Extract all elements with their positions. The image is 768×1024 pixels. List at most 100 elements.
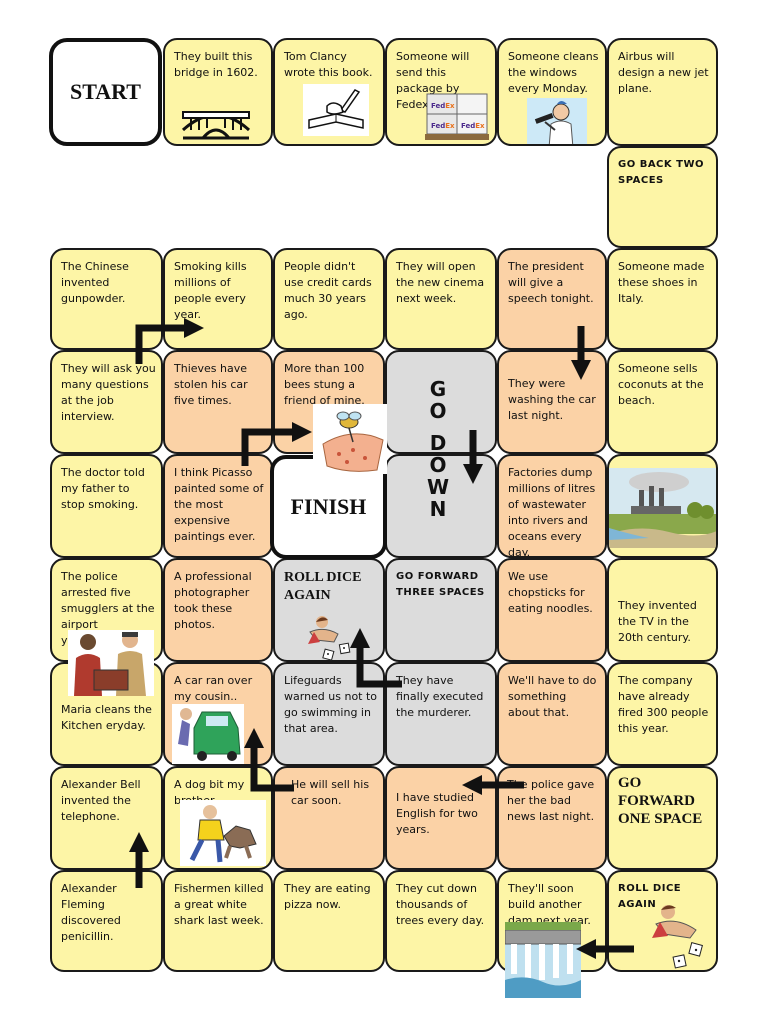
square-text: They built this bridge in 1602. <box>174 50 258 79</box>
square-text: I think Picasso painted some of the most… <box>174 466 264 543</box>
square-text: A professional photographer took these p… <box>174 570 252 631</box>
board-square-chopsticks: We use chopsticks for eating noodles. <box>497 558 607 662</box>
arrow-down-icon <box>463 430 483 484</box>
square-text: ROLL DICE AGAIN <box>284 570 362 603</box>
square-text: The company have already fired 300 peopl… <box>618 674 709 735</box>
square-text: Thieves have stolen his car five times. <box>174 362 248 407</box>
arrow-up-icon <box>129 832 149 888</box>
board-square-picasso: I think Picasso painted some of the most… <box>163 454 273 558</box>
square-text: GO FORWARD ONE SPACE <box>618 775 703 827</box>
board-square-windows: Someone cleans the windows every Monday. <box>497 38 607 146</box>
board-square-washing: They were washing the car last night. <box>497 350 607 454</box>
finish-label: FINISH <box>290 494 367 519</box>
dice-hand-icon <box>652 905 703 969</box>
bridge-icon <box>181 111 251 140</box>
svg-text:FedEx: FedEx <box>461 122 485 130</box>
start-label: START <box>70 79 141 104</box>
square-text: Smoking kills millions of people every y… <box>174 260 247 321</box>
dice-hand-icon <box>308 616 351 661</box>
go-down-letter: D <box>429 431 447 455</box>
square-text: They will open the new cinema next week. <box>396 260 485 305</box>
square-text: They are eating pizza now. <box>284 882 371 911</box>
square-text: They were washing the car last night. <box>508 377 596 422</box>
board-square-do-something: We'll have to do something about that. <box>497 662 607 766</box>
square-text: I have studied English for two years. <box>396 791 478 836</box>
square-text: The doctor told my father to stop smokin… <box>61 466 145 511</box>
square-text: They cut down thousands of trees every d… <box>396 882 485 927</box>
square-text: They will ask you many questions at the … <box>61 362 156 423</box>
factory-river-icon <box>609 468 716 548</box>
square-text: Maria cleans the Kitchen eryday. <box>61 703 152 732</box>
board-square-job-interview: They will ask you many questions at the … <box>50 350 163 454</box>
square-text: Alexander Bell invented the telephone. <box>61 778 141 823</box>
board-square-trees: They cut down thousands of trees every d… <box>385 870 497 972</box>
board-square-go-back-two: GO BACK TWO SPACES <box>607 146 718 248</box>
book-writing-icon <box>303 84 369 136</box>
board-square-factory-picture <box>607 454 718 558</box>
fedex-packages-icon: FedEx FedEx FedEx <box>425 93 489 140</box>
dog-bite-icon <box>180 800 266 866</box>
square-text: We use chopsticks for eating noodles. <box>508 570 593 615</box>
square-text: He will sell his car soon. <box>291 778 370 807</box>
square-text: People didn't use credit cards much 30 y… <box>284 260 372 321</box>
board-square-executed: They have finally executed the murderer. <box>385 662 497 766</box>
board-square-go-forward-three: GO FORWARD THREE SPACES <box>385 558 497 662</box>
arrow-right-icon <box>241 422 312 466</box>
square-text: ROLL DICE AGAIN <box>618 883 682 910</box>
go-down-letter: O <box>429 399 447 423</box>
board-square-photographer: A professional photographer took these p… <box>163 558 273 662</box>
board-square-shark: Fishermen killed a great white shark las… <box>163 870 273 972</box>
square-text: Alexander Fleming discovered penicillin. <box>61 882 121 943</box>
square-text: Airbus will design a new jet plane. <box>618 50 709 95</box>
square-text: The Chinese invented gunpowder. <box>61 260 129 305</box>
go-down-letter: N <box>429 497 447 521</box>
board-square-go-down-top <box>385 350 497 454</box>
square-text: Someone sells coconuts at the beach. <box>618 362 704 407</box>
board-square-credit-cards: People didn't use credit cards much 30 y… <box>273 248 385 350</box>
board-square-factories: Factories dump millions of litres of was… <box>497 454 607 558</box>
police-smugglers-icon <box>68 630 154 696</box>
board-square-pizza: They are eating pizza now. <box>273 870 385 972</box>
go-down-letter: O <box>429 453 447 477</box>
arrow-down-icon <box>571 326 591 380</box>
dam-icon <box>505 922 581 998</box>
board-square-coconuts: Someone sells coconuts at the beach. <box>607 350 718 454</box>
board-square-gunpowder: The Chinese invented gunpowder. <box>50 248 163 350</box>
board-square-fedex: Someone will send this package by Fedex.… <box>385 38 497 146</box>
board-square-shoes: Someone made these shoes in Italy. <box>607 248 718 350</box>
square-text: Fishermen killed a great white shark las… <box>174 882 264 927</box>
arrow-up-icon <box>244 728 294 792</box>
board-square-company: The company have already fired 300 peopl… <box>607 662 718 766</box>
board-square-tv: They invented the TV in the 20th century… <box>607 558 718 662</box>
arrow-left-icon <box>576 939 634 959</box>
square-text: The police gave her the bad news last ni… <box>507 778 595 823</box>
square-text: Lifeguards warned us not to go swimming … <box>284 674 378 735</box>
board-square-book: Tom Clancy wrote this book. <box>273 38 385 146</box>
board-square-president: The president will give a speech tonight… <box>497 248 607 350</box>
arrow-right-icon <box>135 318 204 364</box>
svg-text:FedEx: FedEx <box>431 122 455 130</box>
square-text: GO FORWARD THREE SPACES <box>396 571 485 598</box>
square-text: Someone made these shoes in Italy. <box>618 260 705 305</box>
board-square-thieves: Thieves have stolen his car five times. <box>163 350 273 454</box>
board-square-lifeguards: Lifeguards warned us not to go swimming … <box>273 662 385 766</box>
board-square-fleming: Alexander Fleming discovered penicillin. <box>50 870 163 972</box>
board-square-sell-car: He will sell his car soon. <box>273 766 385 870</box>
square-text: Factories dump millions of litres of was… <box>508 466 596 558</box>
square-text: More than 100 bees stung a friend of min… <box>284 362 365 407</box>
square-text: Someone will send this package by Fedex. <box>396 50 470 111</box>
board-square-airbus: Airbus will design a new jet plane. <box>607 38 718 146</box>
square-text: They invented the TV in the 20th century… <box>618 599 697 644</box>
board-square-bell: Alexander Bell invented the telephone. <box>50 766 163 870</box>
square-text: The president will give a speech tonight… <box>508 260 594 305</box>
board-square-go-forward-one: GO FORWARD ONE SPACE <box>607 766 718 870</box>
bees-sting-icon <box>313 404 387 474</box>
arrow-left-icon <box>462 775 524 795</box>
board-square-cinema: They will open the new cinema next week. <box>385 248 497 350</box>
window-cleaner-icon <box>527 98 587 144</box>
square-text: A car ran over my cousin.. <box>174 674 253 703</box>
svg-text:FedEx: FedEx <box>431 102 455 110</box>
square-text: GO BACK TWO SPACES <box>618 159 704 186</box>
board-square-doctor: The doctor told my father to stop smokin… <box>50 454 163 558</box>
square-text: Someone cleans the windows every Monday. <box>508 50 599 95</box>
